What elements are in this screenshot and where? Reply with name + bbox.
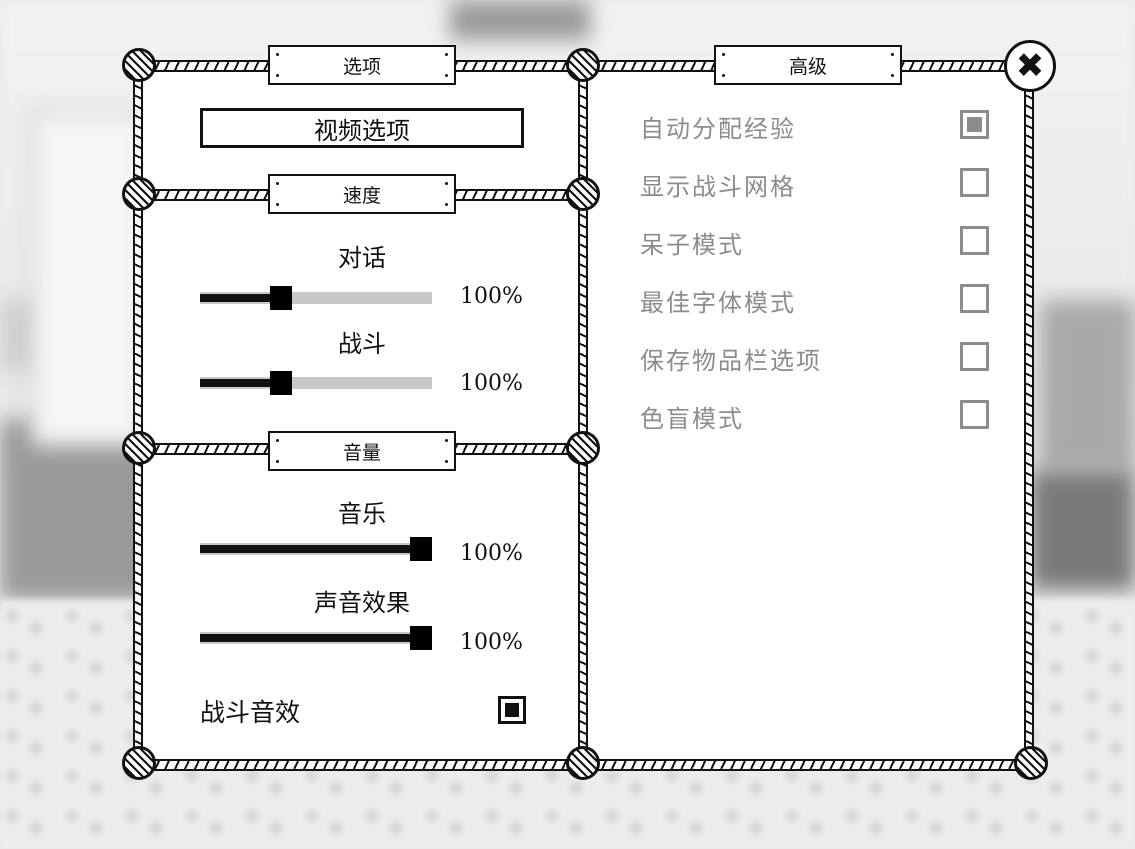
advanced-option-checkbox[interactable] [960, 110, 989, 139]
speed-section-plaque: 速度 [268, 174, 456, 214]
close-button[interactable]: ✖ [1004, 40, 1056, 92]
rope-knot [122, 431, 156, 465]
advanced-option-checkbox[interactable] [960, 168, 989, 197]
rope-knot [122, 177, 156, 211]
volume-section-title: 音量 [342, 441, 381, 464]
advanced-option-label: 保存物品栏选项 [640, 347, 822, 375]
check-mark-icon [967, 117, 982, 132]
advanced-title-plaque: 高级 [714, 45, 902, 85]
sfx-volume-label: 声音效果 [314, 589, 410, 617]
dialogue-speed-label: 对话 [338, 244, 386, 272]
advanced-title: 高级 [788, 55, 827, 78]
advanced-option-label: 色盲模式 [640, 405, 744, 433]
advanced-option-label: 呆子模式 [640, 231, 744, 259]
options-title: 选项 [342, 55, 381, 78]
slider-handle[interactable] [410, 537, 432, 561]
rope-knot [566, 746, 600, 780]
rope-knot [566, 177, 600, 211]
music-volume-value: 100% [460, 541, 523, 566]
rope-knot [122, 48, 156, 82]
advanced-option-checkbox[interactable] [960, 284, 989, 313]
dialogue-speed-slider[interactable] [200, 286, 432, 310]
combat-sound-checkbox[interactable] [498, 696, 526, 724]
video-options-label: 视频选项 [314, 116, 410, 145]
combat-sound-label: 战斗音效 [200, 698, 301, 727]
music-volume-label: 音乐 [338, 500, 386, 528]
rope-knot [122, 746, 156, 780]
slider-handle[interactable] [270, 286, 293, 310]
speed-section-title: 速度 [342, 184, 381, 207]
video-options-button[interactable]: 视频选项 [200, 108, 524, 148]
volume-section-plaque: 音量 [268, 431, 456, 471]
close-icon: ✖ [1015, 46, 1045, 86]
rope-right [1024, 80, 1034, 762]
check-mark-icon [505, 703, 519, 717]
rope-knot [1014, 746, 1048, 780]
rope-knot [566, 431, 600, 465]
options-title-plaque: 选项 [268, 45, 456, 85]
advanced-option-checkbox[interactable] [960, 400, 989, 429]
advanced-option-label: 自动分配经验 [640, 115, 796, 143]
advanced-option-label: 最佳字体模式 [640, 289, 796, 317]
combat-speed-value: 100% [460, 371, 523, 396]
slider-handle[interactable] [410, 626, 432, 650]
rope-middle [578, 70, 588, 762]
slider-handle[interactable] [270, 371, 293, 395]
advanced-option-checkbox[interactable] [960, 226, 989, 255]
rope-left [133, 70, 143, 762]
advanced-option-label: 显示战斗网格 [640, 173, 796, 201]
dialogue-speed-value: 100% [460, 284, 523, 309]
music-volume-slider[interactable] [200, 537, 432, 561]
combat-speed-slider[interactable] [200, 371, 432, 395]
combat-speed-label: 战斗 [338, 330, 386, 358]
advanced-option-checkbox[interactable] [960, 342, 989, 371]
sfx-volume-slider[interactable] [200, 626, 432, 650]
sfx-volume-value: 100% [460, 630, 523, 655]
rope-knot [566, 48, 600, 82]
